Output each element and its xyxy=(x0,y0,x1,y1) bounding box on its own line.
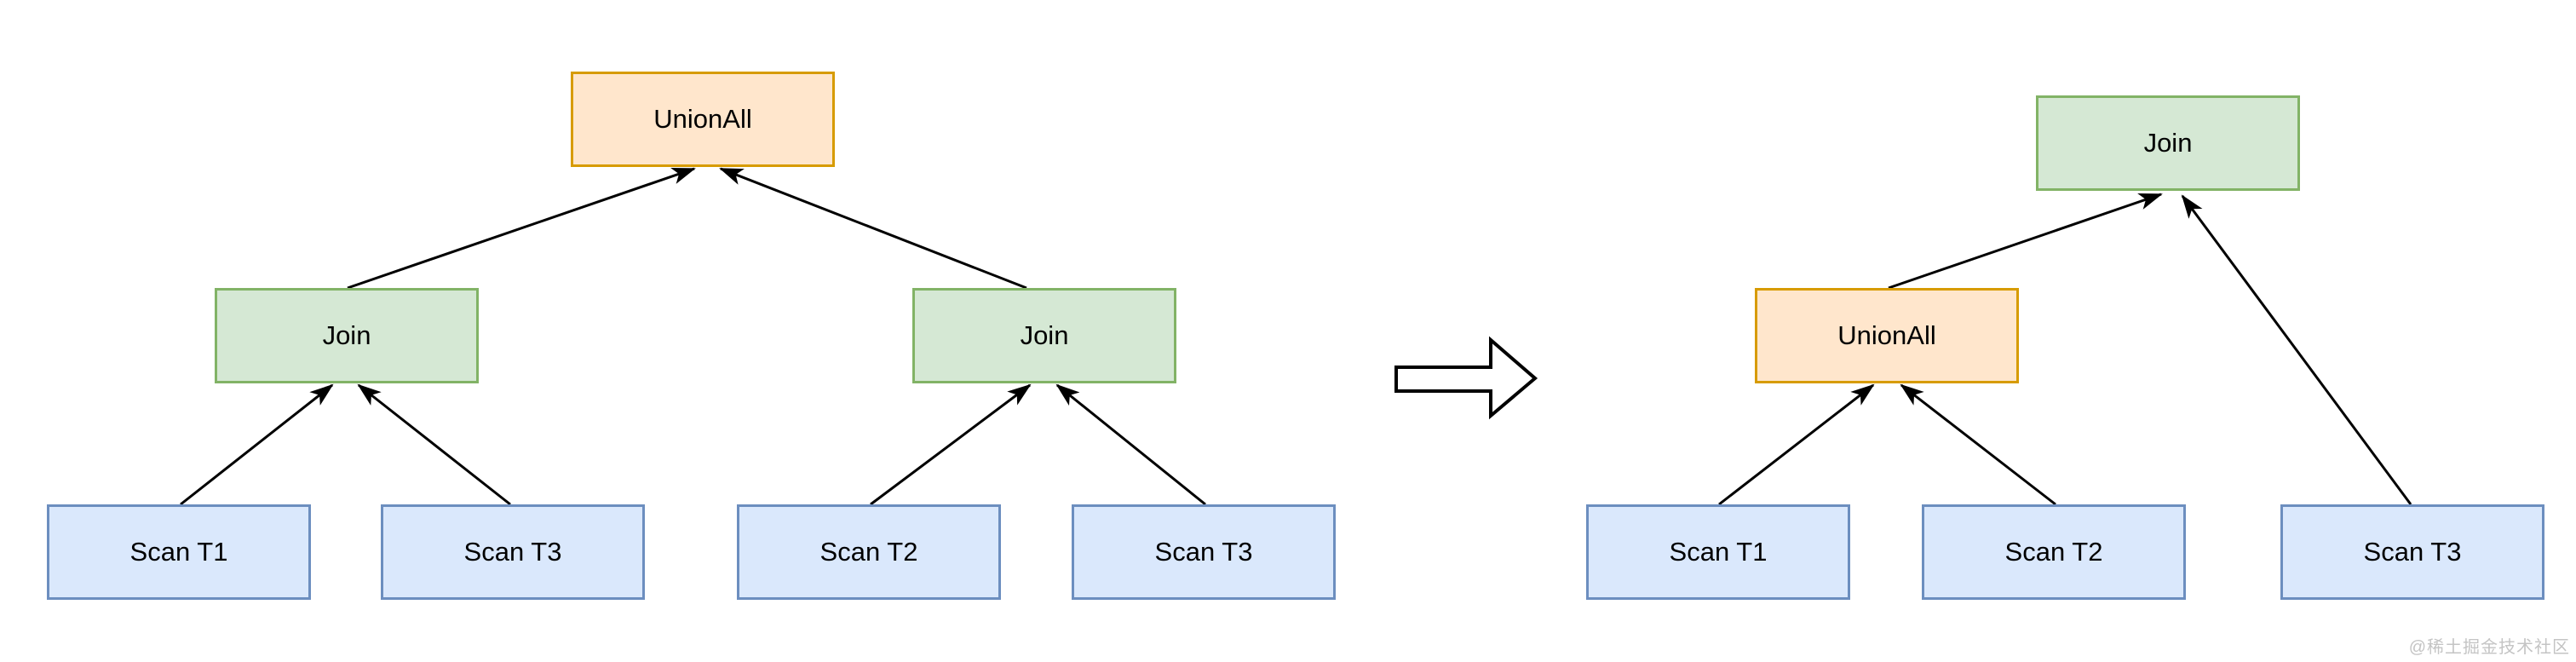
node-left-scan-t3b: Scan T3 xyxy=(1072,504,1336,600)
node-left-scan-t2: Scan T2 xyxy=(737,504,1001,600)
node-left-unionall: UnionAll xyxy=(571,72,835,167)
edge-left-scan-t2-to-join2 xyxy=(870,383,1032,506)
node-label: Scan T3 xyxy=(1154,537,1253,567)
node-right-scan-t3: Scan T3 xyxy=(2280,504,2544,600)
node-right-scan-t1: Scan T1 xyxy=(1586,504,1850,600)
watermark: @稀土掘金技术社区 xyxy=(2408,638,2570,657)
node-right-scan-t2: Scan T2 xyxy=(1922,504,2186,600)
node-left-scan-t1: Scan T1 xyxy=(47,504,311,600)
node-right-join: Join xyxy=(2036,95,2300,191)
edge-right-scan-t2-to-unionall xyxy=(1900,383,2056,506)
node-label: Scan T1 xyxy=(129,537,228,567)
transform-arrow-icon xyxy=(1394,336,1538,420)
node-label: Scan T1 xyxy=(1669,537,1768,567)
node-label: UnionAll xyxy=(653,104,752,134)
node-label: Join xyxy=(322,320,371,350)
edge-left-scan-t3b-to-join2 xyxy=(1055,383,1206,506)
edge-right-scan-t3-to-join xyxy=(2181,194,2412,505)
edge-left-scan-t1-to-join1 xyxy=(180,383,334,506)
edge-right-unionall-to-join xyxy=(1888,193,2163,290)
node-right-unionall: UnionAll xyxy=(1755,288,2019,383)
node-left-scan-t3a: Scan T3 xyxy=(381,504,645,600)
node-label: Join xyxy=(2143,128,2193,158)
node-label: Scan T3 xyxy=(2363,537,2462,567)
edge-left-join1-to-unionall xyxy=(347,167,696,290)
edge-left-join2-to-unionall xyxy=(719,167,1027,290)
node-label: Scan T2 xyxy=(819,537,918,567)
node-label: UnionAll xyxy=(1837,320,1936,350)
node-left-join-2: Join xyxy=(912,288,1176,383)
node-label: Join xyxy=(1020,320,1069,350)
edge-right-scan-t1-to-unionall xyxy=(1718,383,1875,506)
node-left-join-1: Join xyxy=(215,288,479,383)
edge-left-scan-t3a-to-join1 xyxy=(357,383,511,506)
node-label: Scan T3 xyxy=(463,537,562,567)
node-label: Scan T2 xyxy=(2004,537,2103,567)
